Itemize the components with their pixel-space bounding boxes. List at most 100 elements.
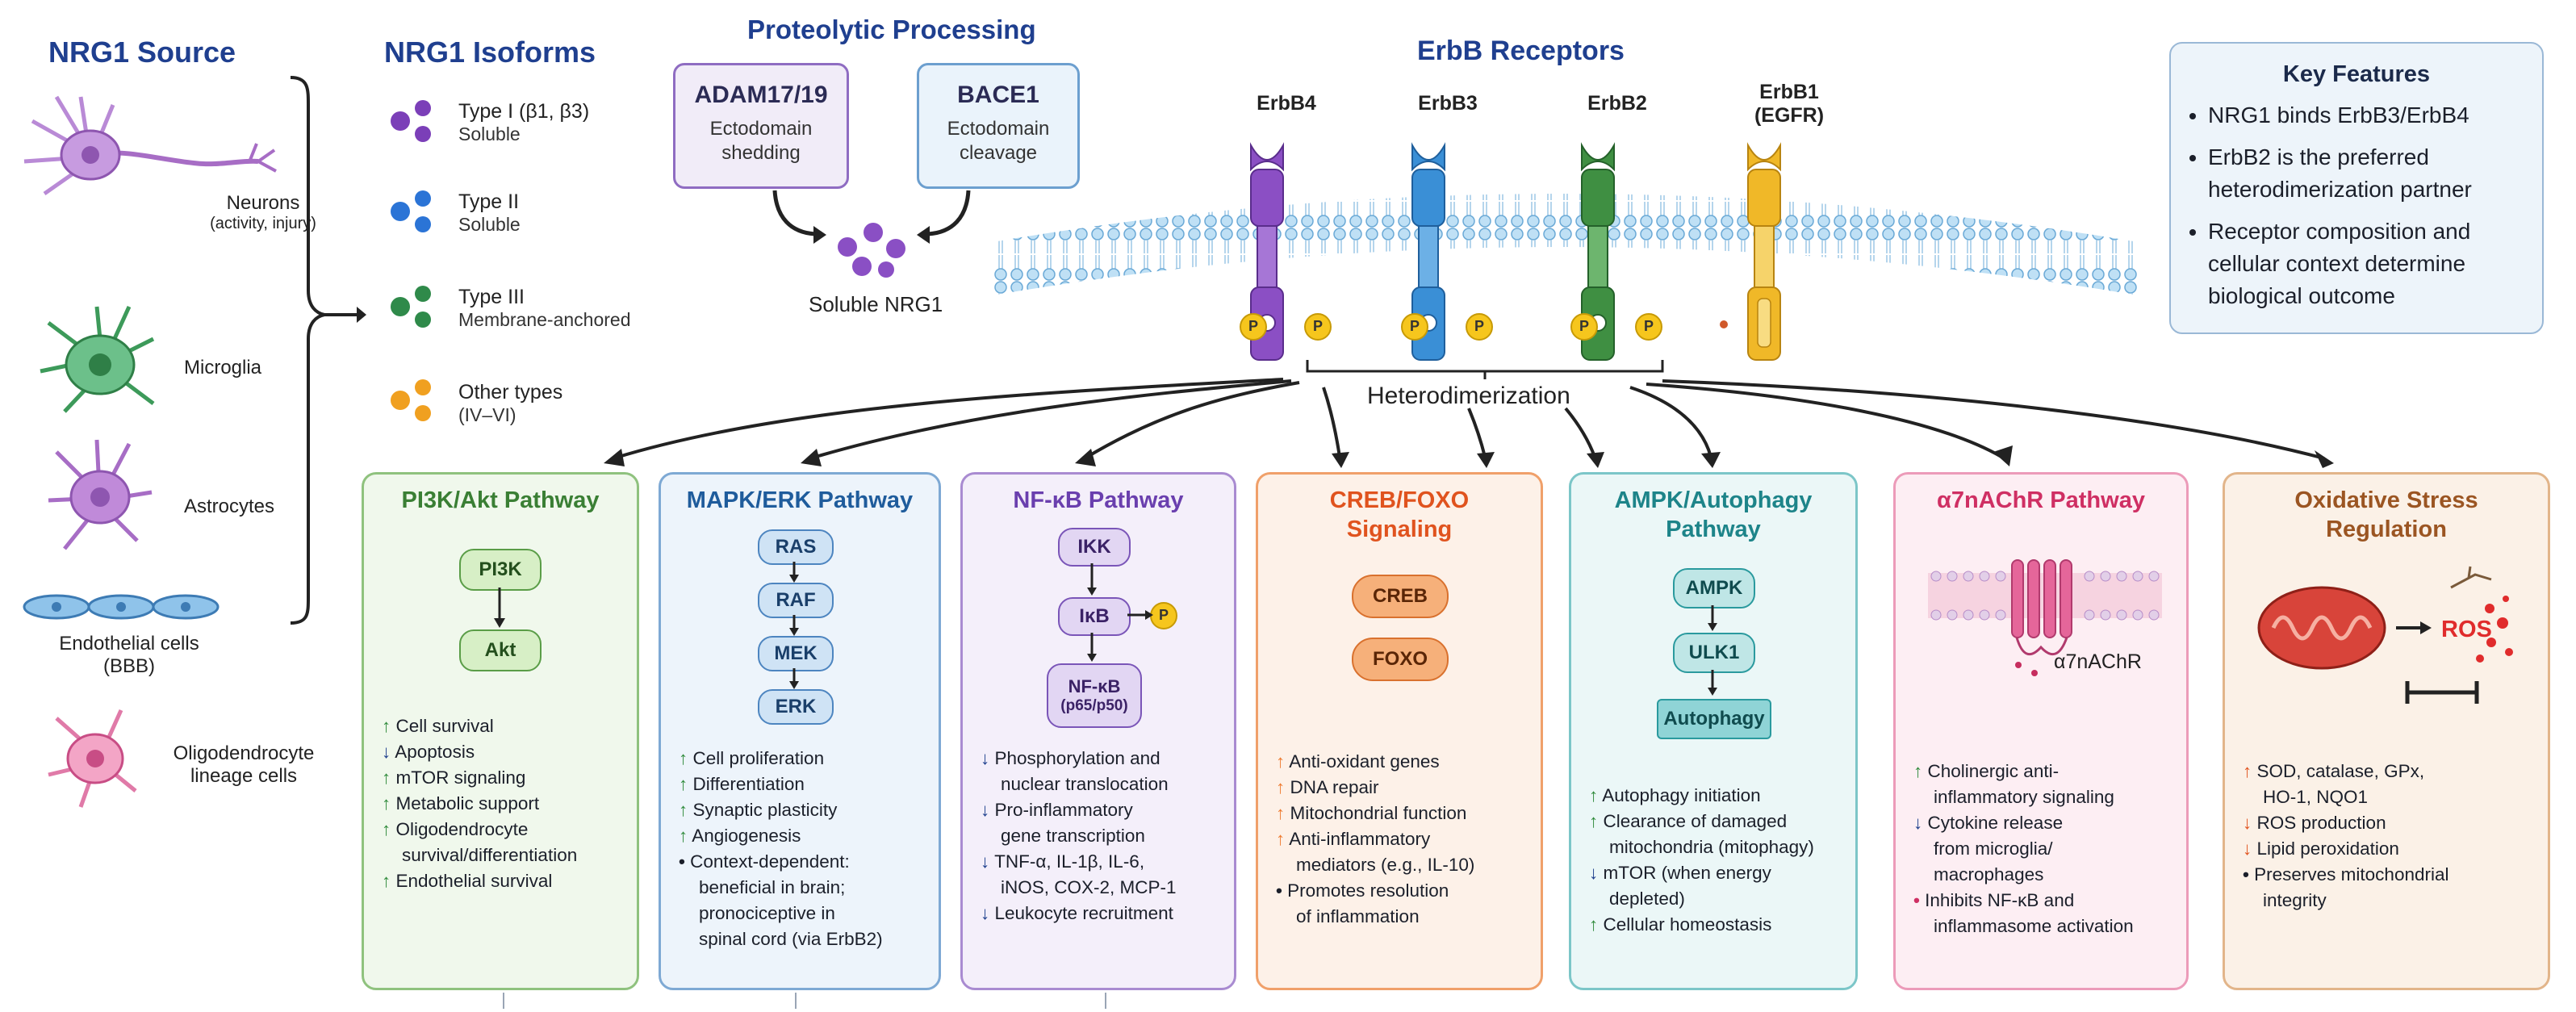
effect-marker: ↑ bbox=[679, 826, 688, 846]
effect-text: Synaptic plasticity bbox=[688, 800, 838, 820]
effect-text: macrophages bbox=[1923, 864, 2044, 884]
node-erk: ERK bbox=[758, 689, 834, 725]
effect-text: mitochondria (mitophagy) bbox=[1599, 837, 1814, 857]
effect-marker: ↑ bbox=[1276, 803, 1286, 823]
effect-marker: ↑ bbox=[1589, 914, 1599, 935]
effect-text: Differentiation bbox=[688, 774, 805, 794]
mitochondrion-icon bbox=[2257, 586, 2386, 670]
effect-line: • Preserves mitochondrial bbox=[2243, 862, 2536, 888]
effect-line: ↑ Autophagy initiation bbox=[1589, 783, 1844, 809]
effect-marker: ↑ bbox=[1276, 829, 1286, 849]
heterodimer-bracket bbox=[1306, 360, 1664, 379]
effect-marker: • bbox=[679, 851, 685, 872]
effect-marker: ↑ bbox=[382, 716, 391, 736]
effect-marker bbox=[2243, 890, 2253, 910]
effect-marker bbox=[1276, 855, 1286, 875]
effect-line: ↑ Oligodendrocyte bbox=[382, 817, 625, 843]
effect-line: mediators (e.g., IL-10) bbox=[1276, 852, 1529, 878]
effects-nfkb: ↓ Phosphorylation and nuclear translocat… bbox=[981, 746, 1223, 926]
source-neurons-label: Neurons bbox=[226, 192, 300, 214]
effect-text: Autophagy initiation bbox=[1598, 785, 1761, 805]
effect-text: Preserves mitochondrial bbox=[2248, 864, 2449, 884]
effect-marker bbox=[1589, 837, 1600, 857]
node-ikk: IKK bbox=[1058, 528, 1131, 567]
bace1-desc1: Ectodomain bbox=[947, 118, 1050, 140]
receptor-erbb4-label: ErbB4 bbox=[1257, 92, 1316, 115]
panel-ox-title-2: Regulation bbox=[2326, 516, 2447, 542]
effect-marker: • bbox=[1276, 880, 1282, 901]
effect-text: Endothelial survival bbox=[391, 871, 553, 891]
effect-text: mediators (e.g., IL-10) bbox=[1286, 855, 1475, 875]
effect-marker bbox=[679, 877, 689, 897]
bace1-desc2: cleavage bbox=[959, 142, 1038, 164]
receptors-title: ErbB Receptors bbox=[1417, 36, 1625, 66]
effect-line: ↓ Pro-inflammatory bbox=[981, 797, 1223, 823]
source-oligo-sub: lineage cells bbox=[190, 765, 298, 787]
source-astrocytes-label: Astrocytes bbox=[184, 496, 275, 517]
isoform-type1-desc: Soluble bbox=[458, 123, 521, 144]
effect-marker: ↑ bbox=[1589, 811, 1599, 831]
panel-creb-title-2: Signaling bbox=[1346, 516, 1453, 542]
effect-text: mTOR signaling bbox=[391, 767, 526, 788]
branch-icon bbox=[2450, 566, 2492, 589]
effect-text: Angiogenesis bbox=[688, 826, 801, 846]
phospho-erbb2-right: P bbox=[1635, 313, 1662, 341]
astrocyte-icon bbox=[48, 439, 153, 550]
effect-marker: • bbox=[1913, 890, 1920, 910]
effect-line: ↑ Anti-oxidant genes bbox=[1276, 749, 1529, 775]
effect-text: Lipid peroxidation bbox=[2252, 838, 2399, 859]
effects-ampk: ↑ Autophagy initiation↑ Clearance of dam… bbox=[1589, 783, 1844, 938]
effect-line: depleted) bbox=[1589, 886, 1844, 912]
node-ikb: IκB bbox=[1058, 597, 1131, 636]
panel-nfkb: NF-κB Pathway IKK IκB P NF-κB (p65/p50) … bbox=[960, 472, 1236, 990]
effect-marker bbox=[679, 903, 689, 923]
adam-desc2: shedding bbox=[721, 142, 801, 164]
effect-line: mitochondria (mitophagy) bbox=[1589, 834, 1844, 860]
oligodendrocyte-icon bbox=[48, 709, 137, 808]
isoform-other-desc: (IV–VI) bbox=[458, 404, 516, 425]
source-oligo-label: Oligodendrocyte bbox=[173, 742, 315, 764]
effect-text: iNOS, COX-2, MCP-1 bbox=[990, 877, 1177, 897]
erbb3-receptor-icon bbox=[1411, 142, 1445, 361]
isoform-type3-icon bbox=[391, 286, 431, 328]
effect-line: inflammasome activation bbox=[1913, 914, 2175, 939]
effect-line: • Promotes resolution bbox=[1276, 878, 1529, 904]
effects-oxidative: ↑ SOD, catalase, GPx, HO-1, NQO1↓ ROS pr… bbox=[2243, 759, 2536, 914]
effect-line: ↑ Cholinergic anti- bbox=[1913, 759, 2175, 784]
effect-text: Inhibits NF-κB and bbox=[1919, 890, 2075, 910]
panel-mapk-erk: MAPK/ERK Pathway RAS RAF MEK ERK ↑ Cell … bbox=[659, 472, 941, 990]
isoform-type3-desc: Membrane-anchored bbox=[458, 309, 631, 330]
effect-line: ↑ Cell proliferation bbox=[679, 746, 927, 772]
adam-desc1: Ectodomain bbox=[709, 118, 813, 140]
isoform-type2-desc: Soluble bbox=[458, 214, 521, 235]
receptor-erbb1-sub: (EGFR) bbox=[1754, 104, 1825, 127]
effect-line: inflammatory signaling bbox=[1913, 784, 2175, 810]
effect-text: Promotes resolution bbox=[1282, 880, 1449, 901]
panel-a7nachr: α7nAChR Pathway α7nAChR ↑ Cholinergic an… bbox=[1893, 472, 2189, 990]
effect-marker: ↑ bbox=[1913, 761, 1923, 781]
node-pi3k: PI3K bbox=[459, 549, 542, 591]
panel-mapk-title: MAPK/ERK Pathway bbox=[686, 487, 914, 513]
effect-marker: ↑ bbox=[382, 819, 391, 839]
key-features-panel: Key Features NRG1 binds ErbB3/ErbB4 ErbB… bbox=[2169, 42, 2544, 334]
signaling-arrows bbox=[604, 378, 2334, 468]
effect-text: ROS production bbox=[2252, 813, 2386, 833]
node-nfkb: NF-κB (p65/p50) bbox=[1047, 663, 1142, 728]
effect-marker: ↑ bbox=[1589, 785, 1599, 805]
effects-creb: ↑ Anti-oxidant genes↑ DNA repair↑ Mitoch… bbox=[1276, 749, 1529, 930]
effect-text: nuclear translocation bbox=[990, 774, 1169, 794]
effect-line: macrophages bbox=[1913, 862, 2175, 888]
effect-text: integrity bbox=[2252, 890, 2327, 910]
effect-marker: ↑ bbox=[2243, 761, 2252, 781]
membrane-receptors bbox=[993, 142, 2139, 361]
source-endothelial-label: Endothelial cells bbox=[59, 633, 199, 654]
effect-marker: ↑ bbox=[679, 800, 688, 820]
node-foxo: FOXO bbox=[1352, 638, 1449, 681]
effect-text: Cholinergic anti- bbox=[1922, 761, 2060, 781]
effect-line: ↑ Angiogenesis bbox=[679, 823, 927, 849]
neuron-icon bbox=[23, 95, 277, 196]
effect-text: of inflammation bbox=[1286, 906, 1420, 926]
effect-text: Apoptosis bbox=[391, 742, 475, 762]
panel-creb-foxo: CREB/FOXO Signaling CREB FOXO ↑ Anti-oxi… bbox=[1256, 472, 1543, 990]
